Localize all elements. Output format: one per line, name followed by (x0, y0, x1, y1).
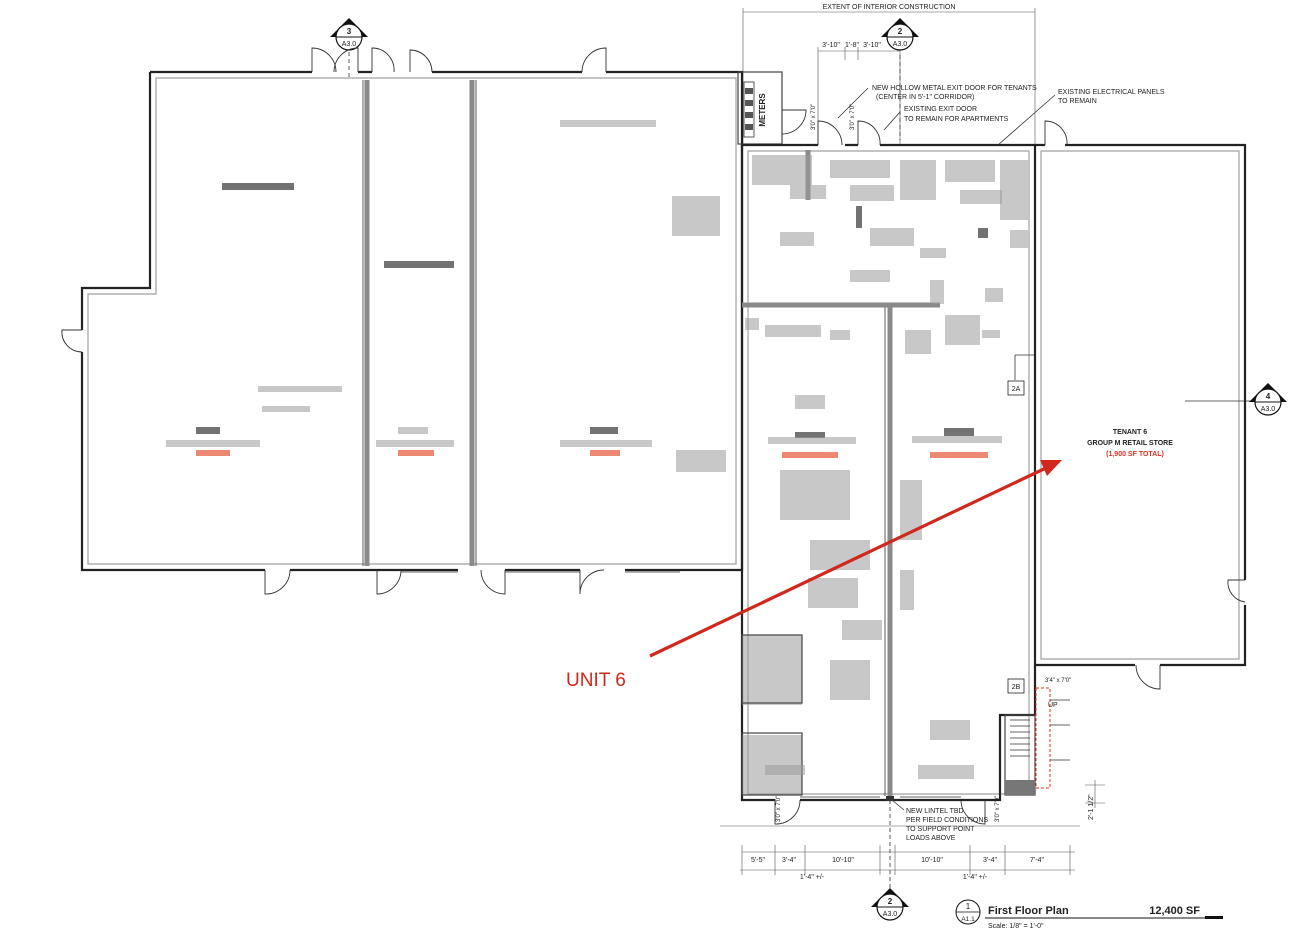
tenant6-use: GROUP M RETAIL STORE (1087, 440, 1173, 447)
marker-num: 2 (888, 897, 893, 906)
tag-2b: 2B (1012, 684, 1021, 691)
left-building (61, 47, 744, 595)
tenant6-area: (1,900 SF TOTAL) (1106, 451, 1164, 458)
marker-sheet: A3.0 (1261, 406, 1276, 413)
bottom-dim-4: 10'-10" (921, 857, 943, 864)
unit6-label: UNIT 6 (566, 670, 626, 691)
tenant6-title: TENANT 6 (1113, 429, 1147, 436)
bottom-door-tag-1: 3'0" x 7'0" (776, 796, 782, 822)
marker-sheet: A3.0 (883, 911, 898, 918)
side-dimension: 2'-1 1/2" (1088, 794, 1095, 820)
bottom-dim-3: 10'-10" (832, 857, 854, 864)
note-lintel-2: PER FIELD CONDITIONS (906, 817, 988, 824)
note-lintel-4: LOADS ABOVE (906, 835, 956, 842)
bottom-door-tag-2: 3'0" x 7'0" (995, 796, 1001, 822)
bottom-sub-dim-1: 1'-4" +/- (800, 874, 825, 881)
note-hollow-metal-2: (CENTER IN 5'-1" CORRIDOR) (876, 94, 974, 101)
note-existing-exit-2: TO REMAIN FOR APARTMENTS (904, 116, 1009, 123)
tenant6-building: 2A TENANT 6 GROUP M RETAIL STORE (1,900 … (1007, 120, 1247, 690)
section-marker-2-bottom: 2 A3.0 (871, 800, 909, 921)
bottom-dim-1: 5'-5" (751, 857, 765, 864)
marker-num: 2 (898, 27, 903, 36)
bottom-dim-5: 3'-4" (983, 857, 997, 864)
stair-up-label: UP (1048, 702, 1058, 709)
marker-sheet: A3.0 (893, 41, 908, 48)
drawing-number: 1 (966, 902, 971, 911)
bottom-dim-6: 7'-4" (1030, 857, 1044, 864)
leader-notes: NEW HOLLOW METAL EXIT DOOR FOR TENANTS (… (837, 85, 1165, 842)
drawing-sheet: A1.1 (961, 916, 975, 923)
dim-1: 3'-10" (822, 42, 840, 49)
note-electrical-1: EXISTING ELECTRICAL PANELS (1058, 89, 1165, 96)
center-building: 3'0" x 7'0" 3'0" x 7'0" 3'0" x 7'0" 3'0"… (740, 104, 1037, 825)
note-lintel-3: TO SUPPORT POINT (906, 826, 975, 833)
note-lintel-1: NEW LINTEL TBD (906, 808, 964, 815)
section-marker-2-top: 2 A3.0 (881, 18, 919, 140)
bottom-dim-2: 3'-4" (782, 857, 796, 864)
drawing-title: First Floor Plan (988, 905, 1069, 917)
marker-num: 3 (347, 27, 352, 36)
note-hollow-metal-1: NEW HOLLOW METAL EXIT DOOR FOR TENANTS (872, 85, 1037, 92)
dim-3: 3'-10" (863, 42, 881, 49)
stair-door-tag: 3'4" x 7'0" (1045, 678, 1071, 684)
door-tag-1: 3'0" x 7'0" (811, 104, 817, 130)
door-tag-2: 3'0" x 7'0" (850, 104, 856, 130)
marker-num: 4 (1266, 392, 1271, 401)
stair: 2B 3'4" x 7'0" UP 2'-1 1/2" (1004, 678, 1105, 820)
tag-2a: 2A (1012, 386, 1021, 393)
bottom-dimensions: 5'-5" 3'-4" 10'-10" 10'-10" 3'-4" 7'-4" … (720, 825, 1080, 881)
note-electrical-2: TO REMAIN (1058, 98, 1097, 105)
meters-room: METERS (737, 71, 807, 145)
note-existing-exit-1: EXISTING EXIT DOOR (904, 106, 977, 113)
bottom-sub-dim-2: 1'-4" +/- (963, 874, 988, 881)
title-block: 1 A1.1 First Floor Plan 12,400 SF Scale:… (955, 899, 1223, 930)
unit6-annotation: UNIT 6 (566, 460, 1062, 691)
dim-2: 1'-8" (845, 42, 859, 49)
section-marker-4: 4 A3.0 (1185, 383, 1287, 416)
drawing-scale: Scale: 1/8" = 1'-0" (988, 923, 1044, 930)
marker-sheet: A3.0 (342, 41, 357, 48)
drawing-area: 12,400 SF (1149, 905, 1200, 917)
meters-label: METERS (758, 93, 767, 127)
extent-label: EXTENT OF INTERIOR CONSTRUCTION (823, 4, 956, 11)
